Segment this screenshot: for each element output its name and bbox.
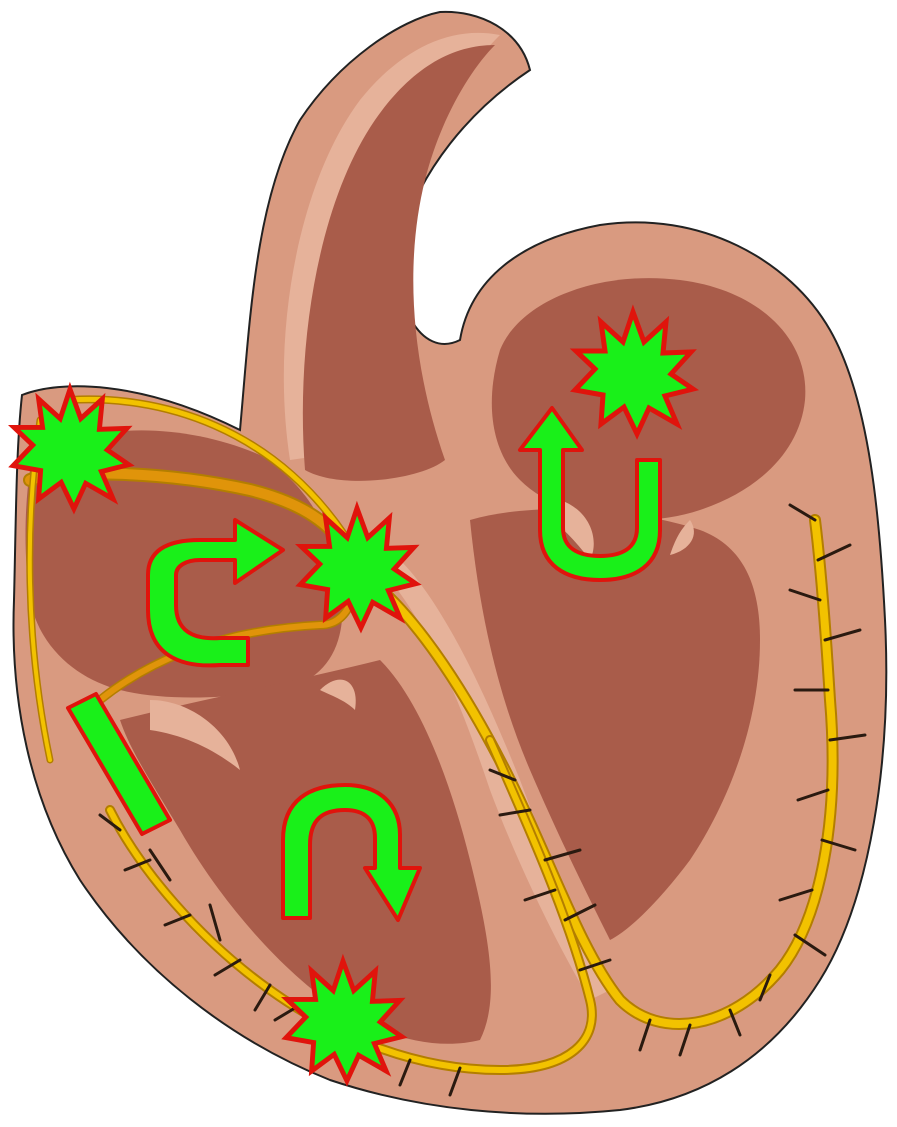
heart-conduction-diagram [0, 0, 897, 1127]
heart-diagram-svg [0, 0, 897, 1127]
